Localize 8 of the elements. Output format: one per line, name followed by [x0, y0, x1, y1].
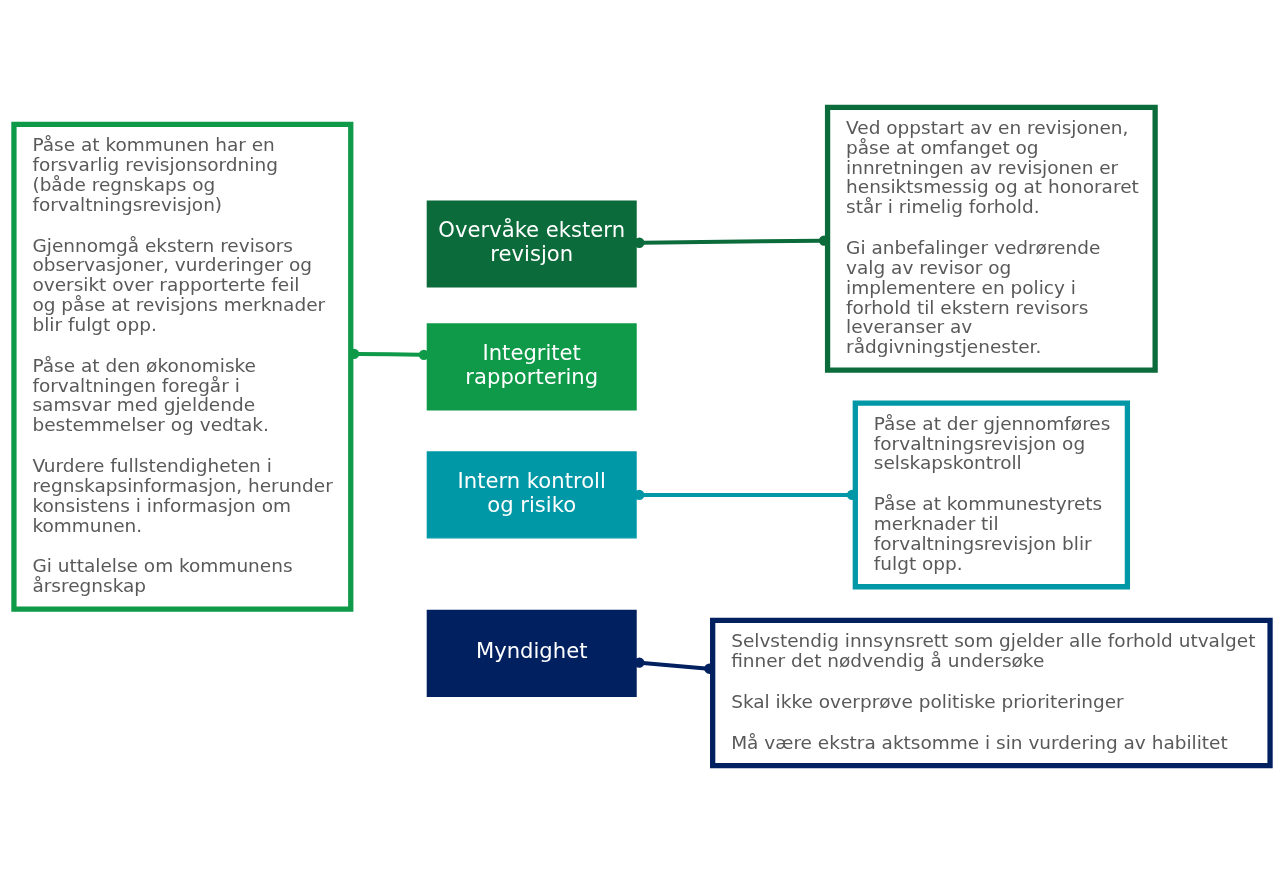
node-box: Selvstendig innsynsrett som gjelder alle forhold utvalget finner det nødvendig å undersøke Skal ikke overprøve politiske prioriteringer Må være ekstra aktsomme i sin vurdering av habilitet — [710, 617, 1273, 768]
node-box: Ved oppstart av en revisjonen, påse at omfanget og innretningen av revisjonen er hensiktsmessig og at honoraret står i rimelig forhold. Gi anbefalinger vedrørende valg av revisor og implementere en policy i forhold til ekstern revisors leveranser av rådgivningstjenester. — [824, 104, 1158, 373]
node-box: Overvåke ekstern revisjon — [426, 199, 637, 288]
node-box: Intern kontroll og risiko — [426, 450, 637, 539]
node-box: Påse at der gjennomføres forvaltningsrevisjon og selskapskontroll Påse at kommunestyrets merknader til forvaltningsrevisjon blir fulgt opp. — [852, 400, 1131, 589]
node-box: Påse at kommunen har en forsvarlig revisjonsordning (både regnskaps og forvaltningsrevisjon) Gjennomgå ekstern revisors observasjoner, vurderinger og oversikt over rapporterte feil og påse at revisjons merknader blir fulgt opp. Påse at den økonomiske forvaltningen foregår i samsvar med gjeldende bestemmelser og vedtak. Vurdere fullstendigheten i regnskapsinformasjon, herunder konsistens i informasjon om kommunen. Gi uttalelse om kommunens årsregnskap — [11, 121, 354, 612]
node-box: Integritet rapportering — [426, 322, 637, 410]
node-box: Myndighet — [426, 609, 637, 697]
